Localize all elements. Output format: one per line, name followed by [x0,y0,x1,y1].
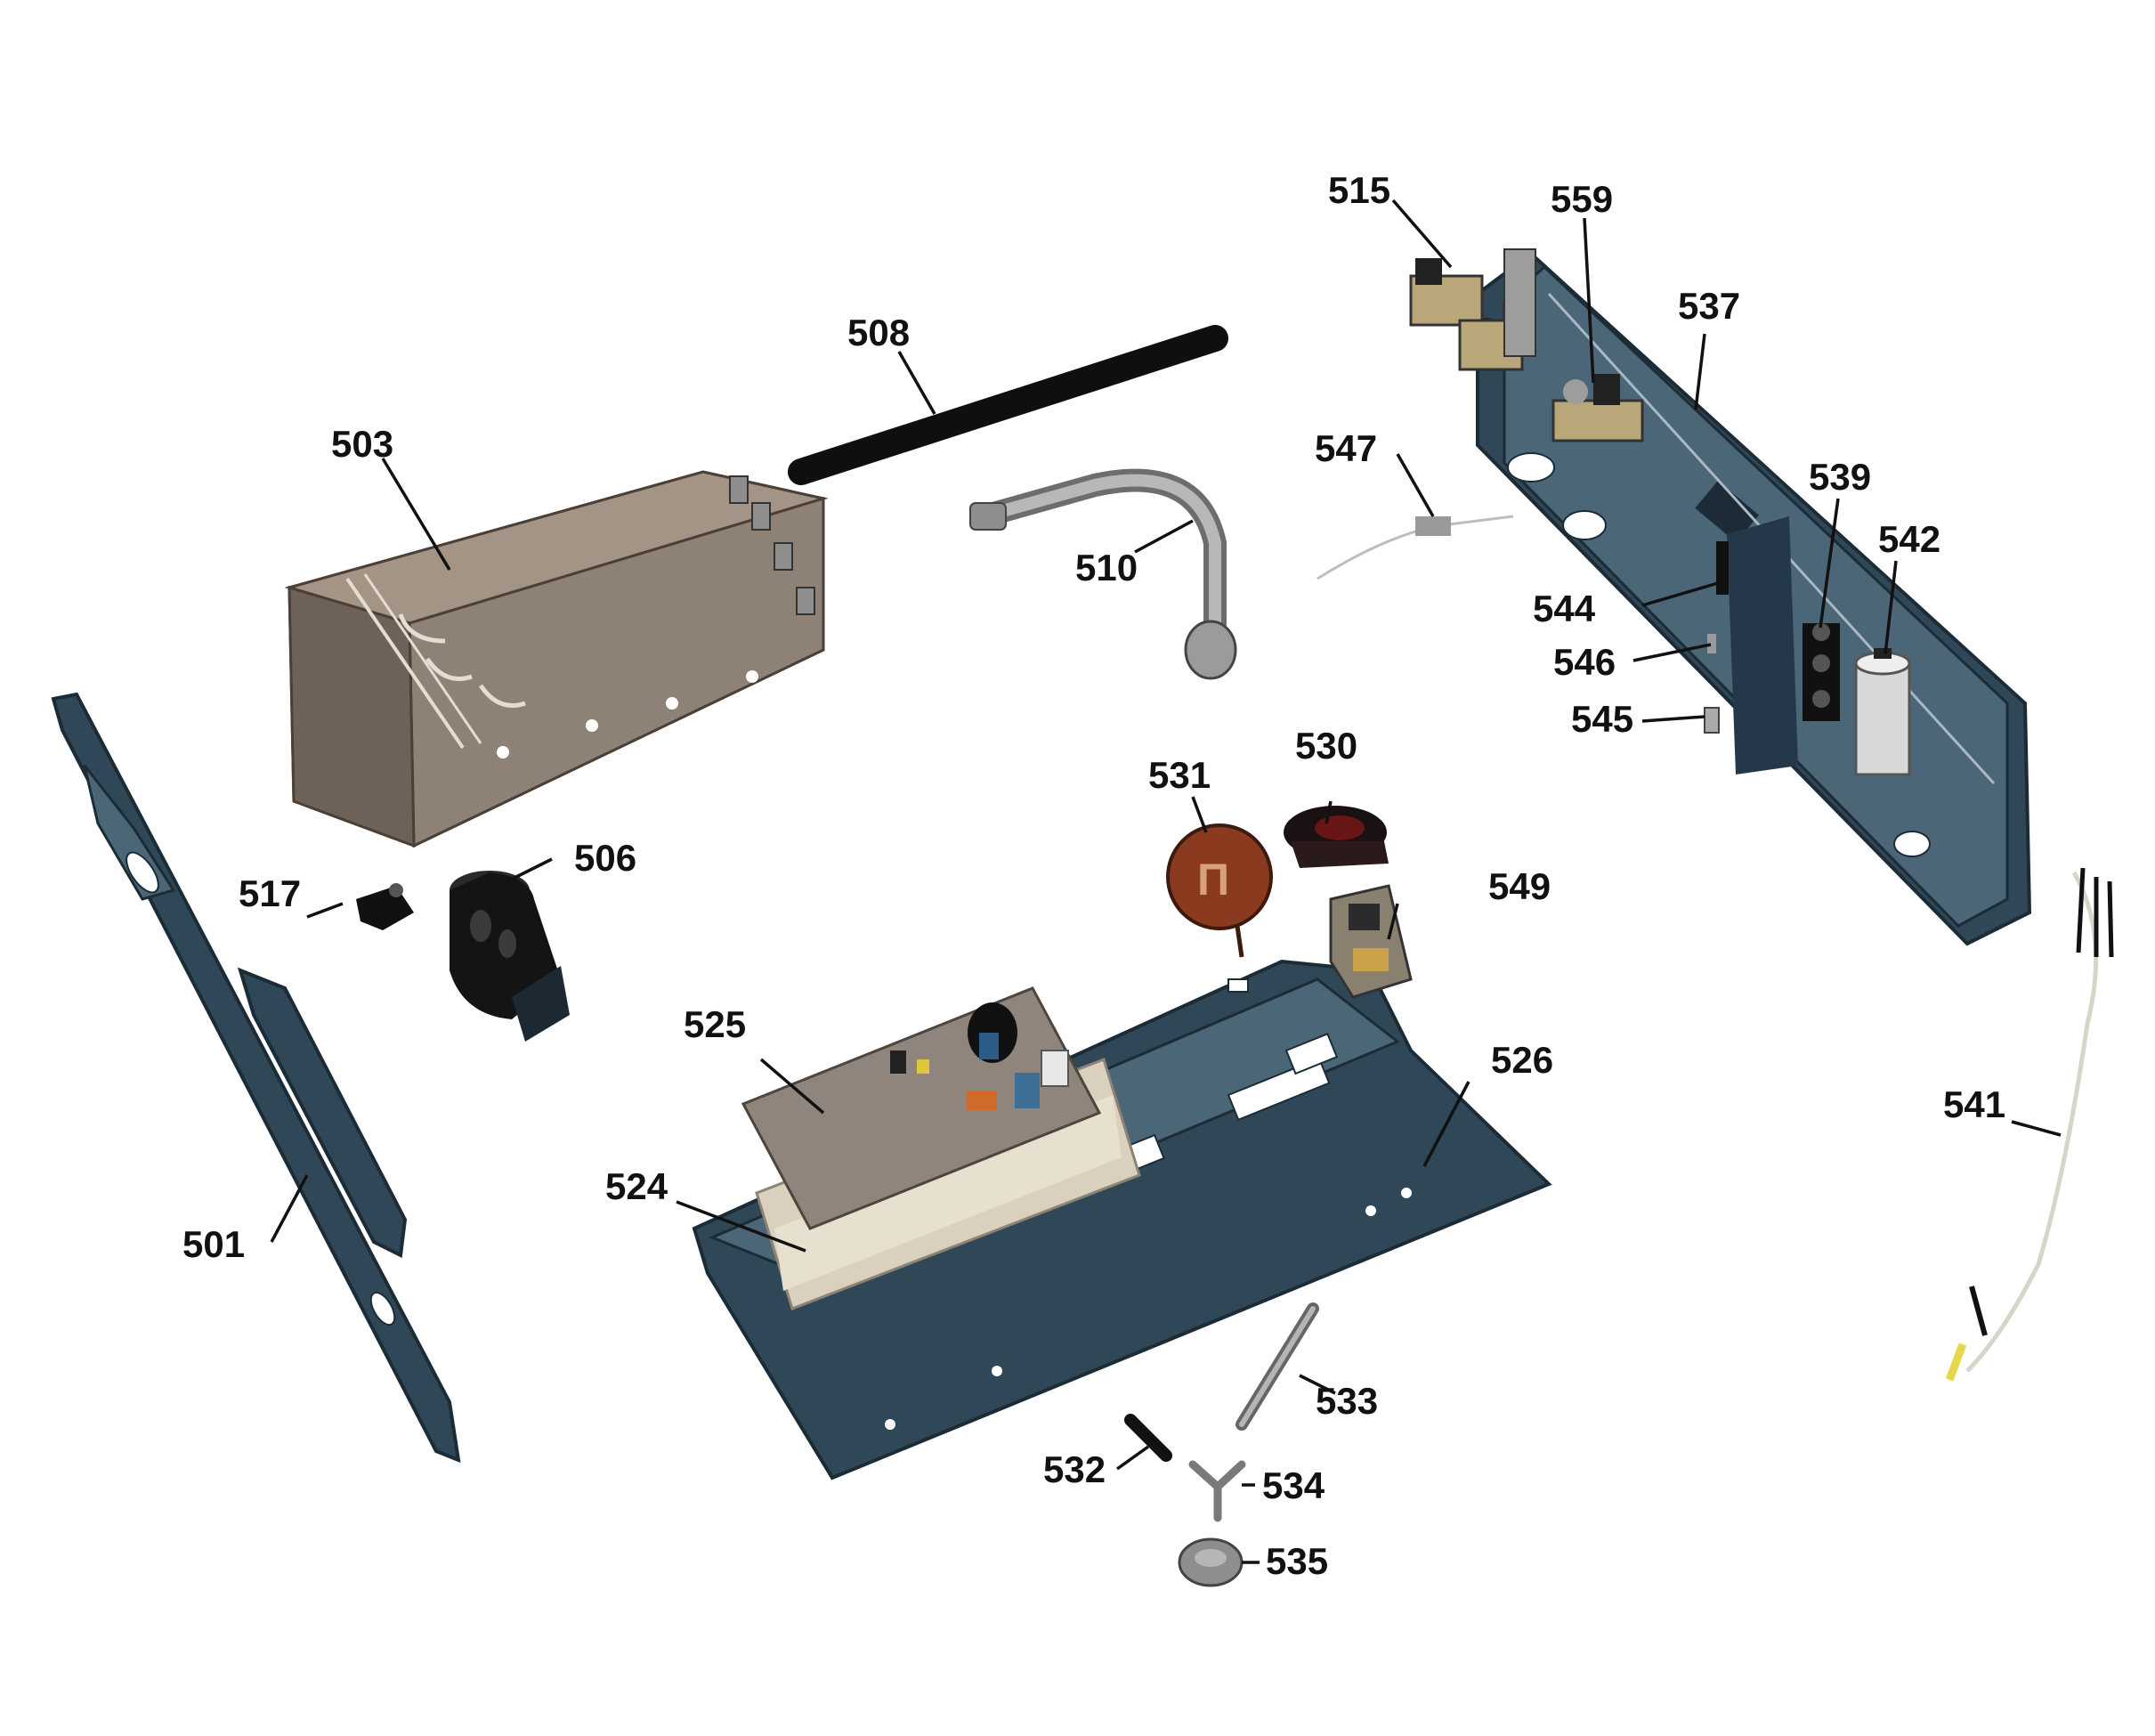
part-545-screw [1704,707,1720,734]
label-546: 546 [1553,641,1616,683]
label-541: 541 [1943,1083,2005,1125]
part-544-bracket [1716,541,1729,595]
label-549: 549 [1488,865,1551,907]
label-559: 559 [1551,178,1613,220]
part-547-wire [1316,515,1514,580]
part-labels: 503 508 510 547 515 559 537 539 542 544 … [182,169,2005,1582]
label-535: 535 [1266,1540,1328,1582]
part-525-pcb [741,986,1102,1230]
label-533: 533 [1316,1380,1378,1422]
label-542: 542 [1878,518,1940,560]
label-524: 524 [605,1165,668,1207]
label-501: 501 [182,1223,245,1265]
part-542-capacitor [1854,648,1911,776]
leader-lines [270,199,2062,1564]
label-510: 510 [1075,547,1138,588]
part-539-terminal-block [1803,623,1840,721]
label-537: 537 [1678,285,1740,327]
part-517-connector [356,883,414,930]
part-541-cable [1945,867,2114,1382]
part-532-pin [1124,1414,1172,1462]
label-508: 508 [847,312,910,353]
part-510-pipe [969,468,1237,680]
label-526: 526 [1491,1039,1553,1081]
part-533-rod [1235,1302,1319,1431]
label-525: 525 [684,1003,746,1045]
label-547: 547 [1315,427,1377,469]
label-534: 534 [1262,1464,1325,1506]
label-517: 517 [239,872,301,914]
label-544: 544 [1533,588,1596,629]
label-532: 532 [1043,1448,1106,1490]
part-515-valve [1409,248,1536,371]
part-506-pump [450,871,570,1042]
part-534-y-connector [1188,1460,1246,1522]
label-545: 545 [1571,698,1633,740]
part-531-pressure-switch: Π [1166,823,1273,958]
label-515: 515 [1328,169,1390,211]
label-539: 539 [1809,456,1871,498]
part-535-disc [1178,1537,1244,1587]
part-559-valve [1551,374,1644,442]
label-531: 531 [1148,754,1211,796]
part-501-side-panel [51,692,461,1464]
part-546-screw [1707,634,1716,653]
part-549-door-lock [1329,884,1413,999]
label-530: 530 [1295,725,1357,767]
svg-text:Π: Π [1197,855,1229,905]
part-508-hose [788,325,1228,485]
part-530-solenoid [1284,806,1389,868]
part-503-heater-box [284,470,829,848]
label-506: 506 [574,837,636,879]
label-503: 503 [331,423,393,465]
